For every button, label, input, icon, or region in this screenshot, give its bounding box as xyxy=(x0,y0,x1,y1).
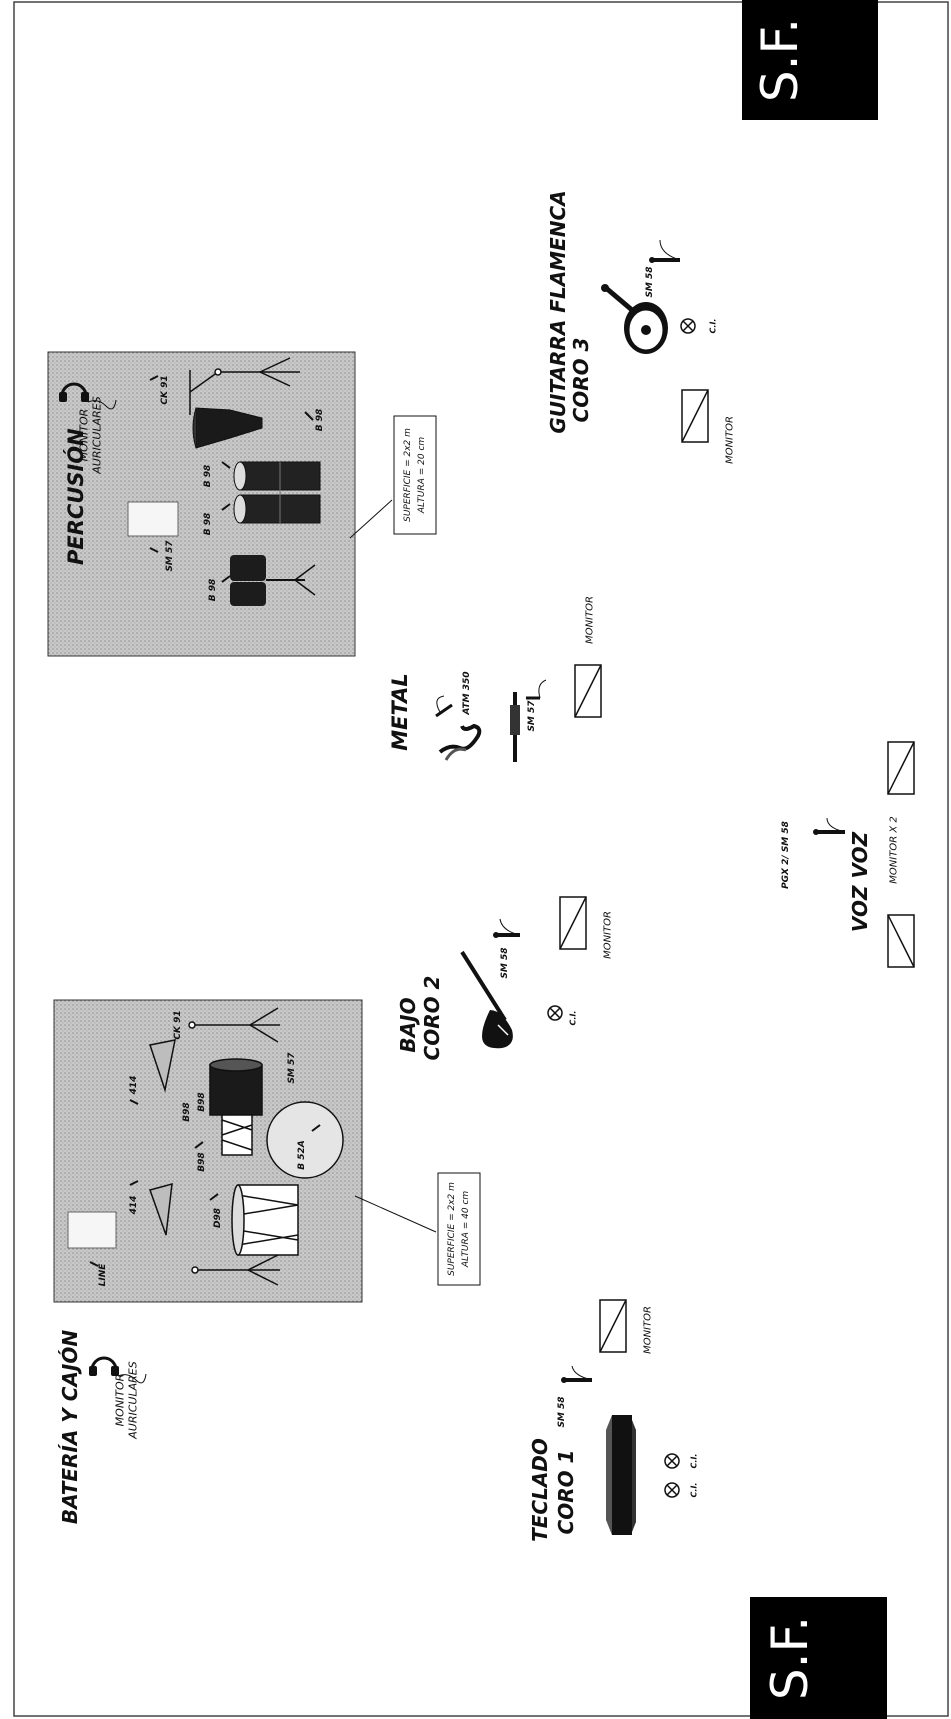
bass-mic-icon xyxy=(493,918,521,938)
sax-mic-label: ATM 350 xyxy=(462,671,472,715)
guitar-di-icon xyxy=(680,318,696,334)
keys-di-label-right: C.I. xyxy=(690,1454,699,1469)
djembe-icon xyxy=(192,407,263,449)
sf-badge-top: S.F. xyxy=(742,0,878,120)
keys-title-line2: CORO 1 xyxy=(554,1450,578,1535)
voice-monitor-icon-a xyxy=(887,741,915,795)
keyboard-icon xyxy=(606,1415,636,1535)
percussion-amp xyxy=(127,501,179,537)
drums-monitor-line1: MONITOR xyxy=(114,1374,127,1427)
guitar-mic-label: SM 58 xyxy=(645,266,655,297)
bass-title-line2: CORO 2 xyxy=(420,976,444,1061)
guitar-monitor-label: MONITOR xyxy=(725,416,736,464)
guitar-monitor-icon xyxy=(681,389,709,443)
drum-mic-b98-c: B98 xyxy=(197,1092,207,1111)
percussion-monitor-line2: AURICULARES xyxy=(91,396,104,474)
keys-title-line1: TECLADO xyxy=(528,1438,552,1542)
drum-mic-414-b: 414 xyxy=(129,1076,139,1096)
drums-title: BATERÍA Y CAJÓN xyxy=(58,1330,82,1524)
percussion-mic-b98-c: B 98 xyxy=(315,409,325,432)
keys-mic-label: SM 58 xyxy=(557,1396,567,1427)
guitar-di-label: C.I. xyxy=(709,319,718,334)
acoustic-guitar-icon xyxy=(601,284,668,354)
svg-text:ALTURA = 20 cm: ALTURA = 20 cm xyxy=(417,437,427,515)
percussion-mic-sm57: SM 57 xyxy=(165,540,175,572)
percussion-mic-b98-d: B 98 xyxy=(208,579,218,602)
drum-riser: LINE 414 414 D98 B98 B98 B98 CK 91 SM 57… xyxy=(53,999,363,1303)
drum-mic-b98-a: B98 xyxy=(197,1152,207,1171)
drum-riser-callout: SUPERFICIE = 2x2 m ALTURA = 40 cm xyxy=(437,1172,481,1286)
percussion-title: PERCUSIÓN xyxy=(63,428,88,565)
bass-mic-label: SM 58 xyxy=(500,947,510,978)
keys-di-label-left: C.I. xyxy=(690,1483,699,1498)
sf-badge-bottom: S.F. xyxy=(750,1597,887,1719)
drum-mic-b98-b: B98 xyxy=(182,1102,192,1121)
percussion-monitor-line1: MONITOR xyxy=(78,409,91,462)
page-border xyxy=(13,1,949,1717)
bass-title-line1: BAJO xyxy=(396,997,420,1052)
conga-icon xyxy=(233,461,321,524)
keys-monitor-icon xyxy=(599,1299,627,1353)
keys-monitor-label: MONITOR xyxy=(643,1306,654,1354)
drum-line-amp xyxy=(67,1211,117,1249)
svg-text:S.F.: S.F. xyxy=(751,18,809,102)
percussion-mic-b98-b: B 98 xyxy=(203,513,213,536)
drum-mic-d98: D98 xyxy=(213,1208,223,1228)
drum-mic-b52a: B 52A xyxy=(297,1140,307,1170)
svg-text:SUPERFICIE = 2x2 m: SUPERFICIE = 2x2 m xyxy=(447,1182,457,1276)
metal-monitor-icon xyxy=(574,664,602,718)
guitar-title-line2: CORO 3 xyxy=(569,338,593,423)
voice-monitor-label: MONITOR X 2 xyxy=(889,816,900,883)
voice-mic-icon xyxy=(813,817,846,835)
svg-text:ALTURA = 40 cm: ALTURA = 40 cm xyxy=(461,1191,471,1269)
sax-mic-icon xyxy=(435,695,453,718)
bass-di-label: C.I. xyxy=(569,1011,578,1026)
guitar-mic-icon xyxy=(649,239,681,263)
metal-title: METAL xyxy=(388,673,412,751)
svg-text:SUPERFICIE = 2x2 m: SUPERFICIE = 2x2 m xyxy=(403,428,413,522)
trumpet-icon xyxy=(510,692,520,762)
bass-monitor-label: MONITOR xyxy=(603,911,614,959)
percussion-mic-b98-a: B 98 xyxy=(203,465,213,488)
drums-headphones-icon xyxy=(89,1356,147,1384)
trumpet-mic-label: SM 57 xyxy=(527,700,537,732)
bass-di-icon xyxy=(547,1005,563,1021)
cymbal-stands xyxy=(188,1007,280,1286)
drum-kit-icon xyxy=(209,1058,344,1256)
cymbal-icons xyxy=(149,1039,176,1236)
trumpet-mic-icon xyxy=(526,679,547,700)
percussion-mic-icons xyxy=(149,375,314,583)
timbal-icon xyxy=(230,555,316,606)
percussion-stand xyxy=(189,357,300,415)
drum-mic-414-a: 414 xyxy=(129,1196,139,1216)
headphones-icon xyxy=(59,382,117,410)
percussion-mic-ck91: CK 91 xyxy=(160,375,170,404)
drum-mic-ck91: CK 91 xyxy=(173,1010,183,1039)
drum-mic-sm57: SM 57 xyxy=(287,1052,297,1084)
saxophone-icon xyxy=(438,723,482,761)
voice-monitor-icon-b xyxy=(887,914,915,968)
bass-monitor-icon xyxy=(559,896,587,950)
keys-mic-icon xyxy=(561,1365,593,1383)
guitar-title-line1: GUITARRA FLAMENCA xyxy=(546,190,570,433)
drums-monitor-line2: AURICULARES xyxy=(127,1361,140,1439)
keys-di-icon-a xyxy=(664,1453,680,1469)
bass-guitar-icon xyxy=(460,950,513,1049)
percussion-riser-callout: SUPERFICIE = 2x2 m ALTURA = 20 cm xyxy=(393,415,437,535)
voice-mic-label: PGX 2/ SM 58 xyxy=(781,821,791,889)
drum-mic-icons xyxy=(89,1099,321,1267)
voice-title: VOZ VOZ xyxy=(848,831,872,932)
metal-monitor-label: MONITOR xyxy=(585,596,596,644)
svg-text:S.F.: S.F. xyxy=(761,1616,819,1700)
drum-mic-line: LINE xyxy=(98,1263,108,1287)
percussion-riser: PERCUSIÓN MONITOR AURICULARES xyxy=(47,351,356,657)
keys-di-icon-b xyxy=(664,1482,680,1498)
